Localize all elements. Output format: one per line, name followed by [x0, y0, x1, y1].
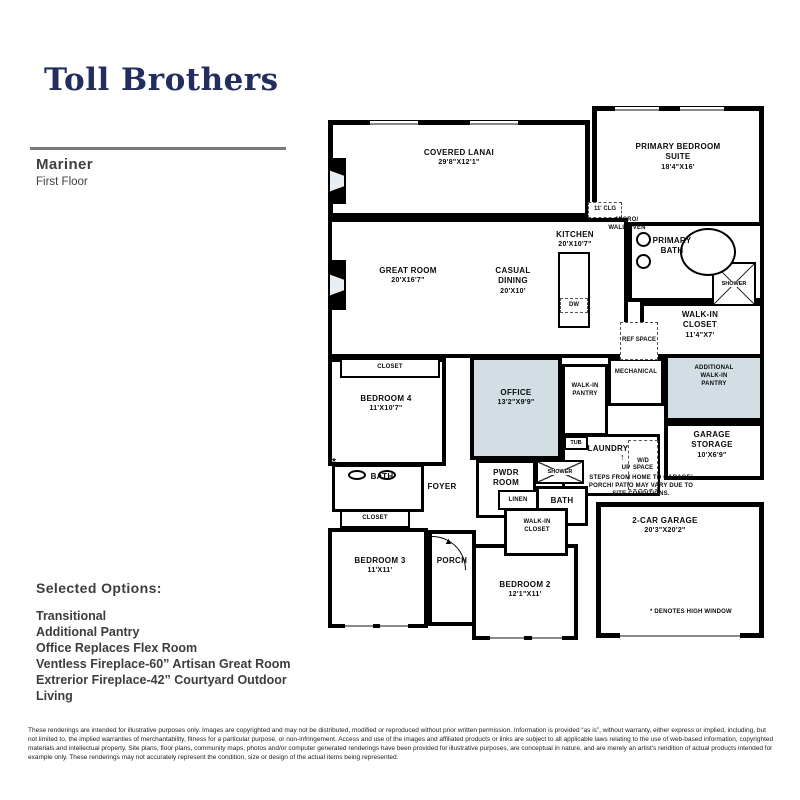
laundry-tub: TUB	[564, 436, 588, 450]
ceiling-height-note: 11' CLG	[588, 202, 622, 218]
primary-suite-label: PRIMARY BEDROOM SUITE 18'4"X16'	[635, 142, 721, 171]
linen-label: LINEN	[508, 497, 528, 503]
steps-note: STEPS FROM HOME TO GARAGE/ PORCH/ PATIO …	[588, 475, 694, 498]
toll-brothers-logo: Toll Brothers	[44, 62, 279, 98]
porch-arrow-icon: ▲	[444, 536, 453, 546]
window	[615, 107, 659, 113]
primary-tub	[680, 228, 736, 276]
window	[532, 635, 562, 641]
great-room-label: GREAT ROOM 20'X16'7"	[379, 266, 437, 285]
selected-option-item: Additional Pantry	[36, 625, 140, 639]
bath1-label: BATH	[370, 472, 394, 481]
header-divider	[30, 147, 286, 150]
selected-option-item: Extrerior Fireplace-42” Courtyard Outdoo…	[36, 673, 287, 703]
garage-label: 2-CAR GARAGE 20'3"X20'2"	[632, 516, 698, 535]
garage-storage-label: GARAGE STORAGE 10'X6'9"	[691, 430, 733, 459]
walk-in-closet2-walls	[504, 508, 568, 556]
high-window-mark: *	[332, 457, 336, 468]
micro-wall-oven-label: MICRO/ WALL OVEN	[608, 217, 646, 232]
washer-dryer-space: W/D SPACE	[628, 440, 658, 490]
window	[370, 121, 418, 127]
selected-option-item: Ventless Fireplace-60” Artisan Great Roo…	[36, 657, 291, 671]
closet-bedroom4-label: CLOSET	[377, 364, 403, 370]
selected-options-heading: Selected Options:	[36, 580, 162, 596]
walk-in-pantry-label: WALK-IN PANTRY	[571, 383, 599, 398]
closet-bedroom3-label: CLOSET	[362, 515, 388, 521]
pwdr-room-label: PWDR ROOM	[492, 468, 520, 488]
garage-door	[620, 633, 740, 639]
window	[345, 623, 373, 629]
legal-disclaimer: These renderings are intended for illust…	[28, 727, 774, 761]
window	[380, 623, 408, 629]
bath2-label: BATH	[550, 496, 574, 505]
sink-basin	[378, 470, 396, 480]
walk-in-closet2-label: WALK-IN CLOSET	[523, 519, 551, 534]
bedroom-3-label: BEDROOM 3 11'X11'	[354, 556, 406, 575]
selected-option-item: Transitional	[36, 609, 107, 623]
sink-basin	[636, 254, 651, 269]
additional-pantry-label: ADDITIONAL WALK-IN PANTRY	[694, 365, 734, 388]
outdoor-fireplace-opening	[330, 170, 344, 192]
mechanical-label: MECHANICAL	[614, 369, 658, 375]
window	[680, 107, 724, 113]
kitchen-island	[558, 252, 590, 328]
office-walls	[470, 356, 562, 460]
primary-bath-label: PRIMARY BATH	[652, 236, 692, 256]
primary-closet-label: WALK-IN CLOSET 11'4"X7'	[681, 310, 719, 339]
hall-shower: SHOWER	[536, 460, 584, 484]
mechanical-walls	[608, 358, 664, 406]
great-room-fireplace-opening	[330, 274, 344, 296]
garage-storage-walls	[664, 422, 764, 480]
additional-pantry-walls	[664, 354, 764, 422]
ref-space: REF SPACE	[620, 322, 658, 360]
foyer-label: FOYER	[427, 482, 457, 491]
covered-lanai-walls	[328, 120, 590, 218]
high-window-legend: * DENOTES HIGH WINDOW	[650, 609, 732, 615]
closet-bedroom3-walls	[340, 510, 410, 528]
window	[490, 635, 524, 641]
garage-walls	[596, 502, 764, 638]
casual-dining-label: CASUAL DINING 20'X10'	[495, 266, 531, 295]
bedroom-2-label: BEDROOM 2 12'1"X11'	[499, 580, 551, 599]
floor-plan: SHOWER SHOWER DW REF SPACE 11' CLG W/D S…	[320, 104, 772, 646]
kitchen-label: KITCHEN 20'X10'7"	[556, 230, 594, 249]
office-label: OFFICE 13'2"X9'9"	[497, 388, 535, 407]
selected-option-item: Office Replaces Flex Room	[36, 641, 198, 655]
plan-name: Mariner	[36, 156, 93, 173]
up-arrow-icon: ↑	[620, 452, 625, 462]
closet-bedroom4-walls	[340, 358, 440, 378]
covered-lanai-label: COVERED LANAI 29'8"X12'1"	[423, 148, 495, 167]
window	[470, 121, 518, 127]
plan-floor-label: First Floor	[36, 176, 88, 188]
selected-options-list: Transitional Additional Pantry Office Re…	[36, 608, 318, 704]
laundry-label: LAUNDRY	[587, 444, 629, 453]
bedroom-4-label: BEDROOM 4 11'X10'7"	[360, 394, 412, 413]
bedroom-3-walls	[328, 528, 428, 628]
porch-label: PORCH	[436, 556, 468, 565]
up-label: UP	[621, 465, 631, 471]
dishwasher: DW	[560, 298, 588, 313]
walk-in-pantry-walls	[562, 364, 608, 436]
sink-basin	[348, 470, 366, 480]
sink-basin	[636, 232, 651, 247]
